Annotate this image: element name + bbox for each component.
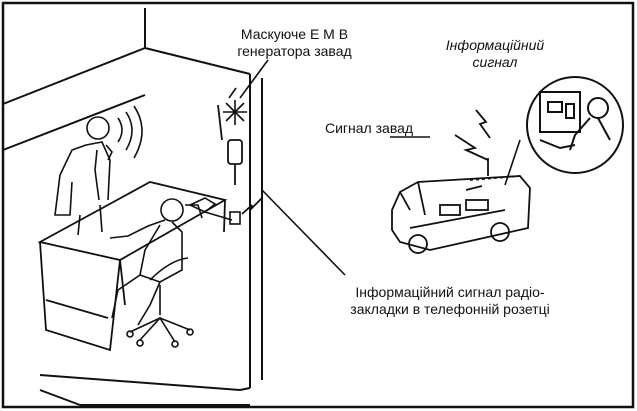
- sound-waves: [117, 105, 143, 159]
- bug-signal-label-line1: Інформаційний сигнал радіо-: [355, 284, 545, 300]
- info-signal-label-line2: сигнал: [472, 54, 518, 70]
- info-signal-label-line1: Інформаційний: [445, 37, 545, 53]
- lightning-icon: [241, 197, 263, 215]
- masking-emi-label-line1: Маскуюче Е М В: [240, 26, 349, 42]
- desk: [37, 181, 228, 352]
- telephone: [188, 197, 233, 221]
- office-chair: [126, 257, 194, 348]
- info-signal-label: Інформаційний сигнал: [420, 37, 570, 71]
- spark-icon: [223, 87, 247, 125]
- masking-emi-label: Маскуюче Е М В генератора завад: [212, 26, 377, 60]
- masking-emi-label-line2: генератора завад: [237, 43, 352, 59]
- surveillance-van-icon: [391, 158, 531, 254]
- noise-signal-label: Сигнал завад: [325, 120, 445, 137]
- inset-operator-circle: [526, 76, 624, 174]
- phone-socket: [229, 211, 241, 225]
- bug-signal-label: Інформаційний сигнал радіо- закладки в т…: [300, 284, 600, 318]
- seated-man-figure: [109, 198, 203, 326]
- room-structure: [2, 8, 263, 406]
- noise-lightning-icon: [454, 109, 491, 161]
- leader-lines: [239, 59, 521, 276]
- noise-signal-label-text: Сигнал завад: [325, 120, 414, 136]
- standing-man-figure: [54, 116, 113, 236]
- bug-signal-label-line2: закладки в телефонній розетці: [350, 301, 550, 317]
- noise-generator-icon: [217, 104, 243, 185]
